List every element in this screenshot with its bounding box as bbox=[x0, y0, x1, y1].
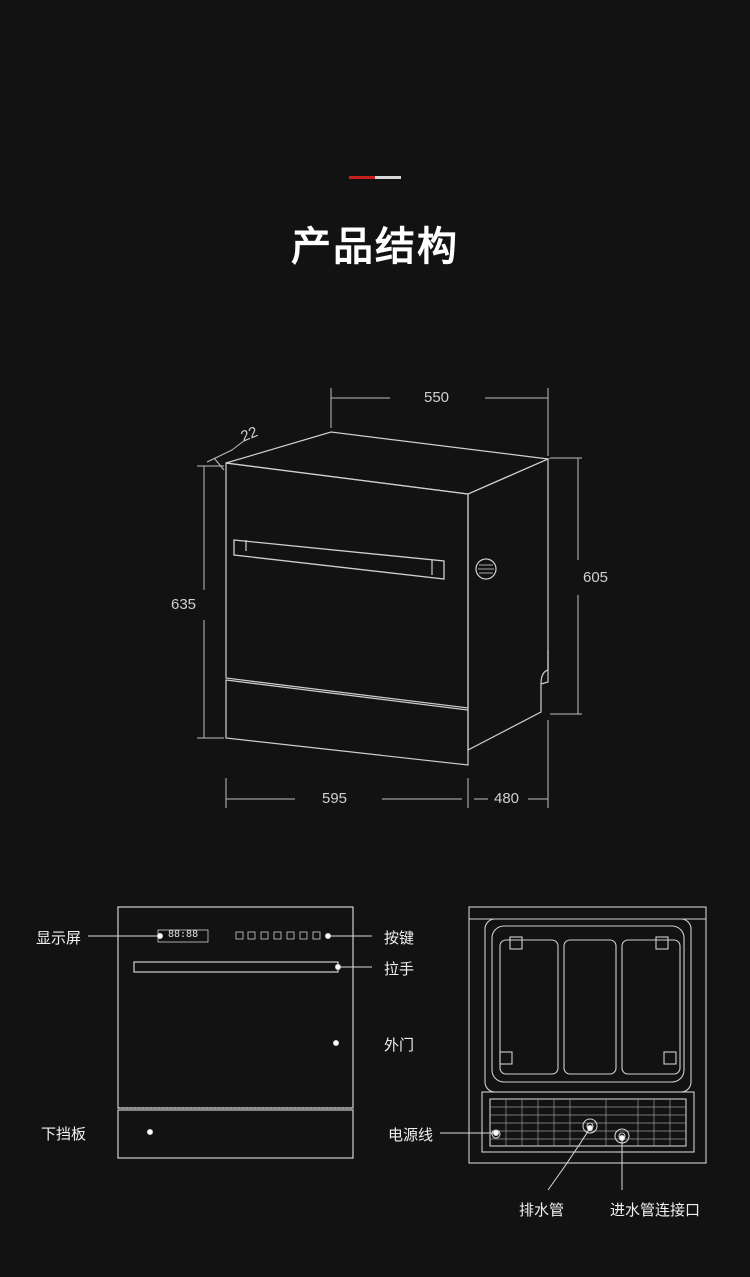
back-view bbox=[468, 906, 707, 1164]
dim-width: 550 bbox=[424, 389, 450, 406]
back-outline bbox=[468, 906, 707, 1164]
back-base bbox=[481, 1091, 695, 1153]
title-accent-bar bbox=[349, 176, 401, 179]
cabinet-iso bbox=[225, 431, 551, 766]
cabinet-top-face bbox=[225, 431, 551, 495]
label-inlet-connector: 进水管连接口 bbox=[610, 1201, 701, 1219]
accent-white bbox=[375, 176, 401, 179]
front-callouts bbox=[88, 933, 372, 1135]
back-callouts bbox=[440, 1125, 625, 1191]
cabinet-side-face bbox=[467, 458, 549, 751]
back-ports bbox=[491, 1118, 630, 1144]
drain-port bbox=[582, 1118, 598, 1134]
front-view bbox=[117, 906, 354, 1159]
page-title: 产品结构 bbox=[291, 224, 459, 270]
basket-middle bbox=[563, 939, 617, 1075]
basket-left bbox=[499, 939, 559, 1075]
label-buttons: 按键 bbox=[384, 929, 415, 947]
label-power-cord: 电源线 bbox=[388, 1126, 434, 1144]
dim-height-side: 605 bbox=[583, 569, 609, 586]
basket-right bbox=[621, 939, 681, 1075]
side-vent bbox=[475, 558, 497, 580]
dimension-lines bbox=[197, 388, 582, 808]
label-kick-plate: 下挡板 bbox=[41, 1125, 87, 1143]
display-digits: 88:88 bbox=[168, 929, 199, 940]
dim-side-depth: 480 bbox=[494, 790, 520, 807]
front-kick-plate bbox=[117, 1109, 354, 1159]
dim-height-front: 635 bbox=[171, 596, 197, 613]
label-handle: 拉手 bbox=[384, 960, 415, 978]
label-door: 外门 bbox=[384, 1036, 415, 1054]
handle-iso bbox=[233, 539, 445, 580]
button-row bbox=[235, 931, 321, 940]
label-drain-hose: 排水管 bbox=[519, 1201, 565, 1219]
door-front bbox=[225, 462, 469, 709]
dim-front-width: 595 bbox=[322, 790, 348, 807]
base-mesh bbox=[490, 1099, 686, 1146]
accent-red bbox=[349, 176, 375, 179]
label-display: 显示屏 bbox=[36, 929, 82, 947]
front-door-outline bbox=[117, 906, 354, 1109]
kick-plate-iso bbox=[225, 679, 469, 766]
front-handle bbox=[133, 961, 339, 973]
